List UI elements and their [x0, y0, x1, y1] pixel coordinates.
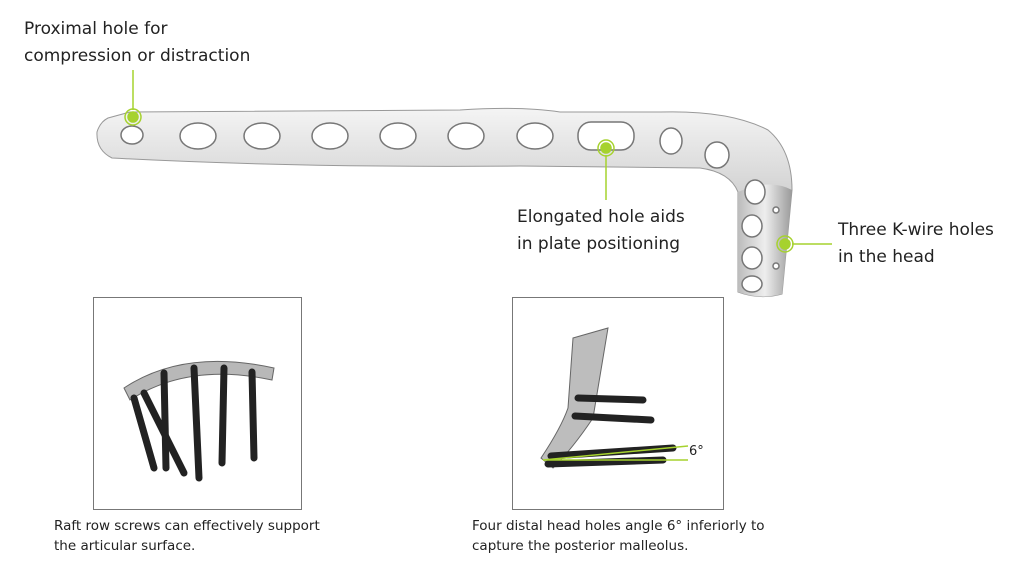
distal-caption-line1: Four distal head holes angle 6° inferior…: [472, 518, 765, 534]
callout-markers: [124, 70, 832, 253]
elongated-label-line1: Elongated hole aids: [517, 207, 685, 227]
kwire-label-line2: in the head: [838, 247, 935, 267]
raft-caption: Raft row screws can effectively support …: [54, 516, 320, 556]
plate-holes: [120, 121, 780, 293]
distal-caption-line2: capture the posterior malleolus.: [472, 538, 689, 554]
proximal-hole-label: Proximal hole for compression or distrac…: [24, 16, 250, 70]
locking-plate: [96, 107, 793, 298]
distal-caption: Four distal head holes angle 6° inferior…: [472, 516, 765, 556]
proximal-label-line2: compression or distraction: [24, 46, 251, 66]
kwire-holes-label: Three K-wire holes in the head: [838, 217, 994, 271]
proximal-label-line1: Proximal hole for: [24, 19, 168, 39]
elongated-hole-label: Elongated hole aids in plate positioning: [517, 204, 685, 258]
distal-holes-inset: 6°: [512, 297, 724, 510]
angle-label: 6°: [689, 444, 704, 459]
elongated-label-line2: in plate positioning: [517, 234, 680, 254]
raft-screws-inset: [93, 297, 302, 510]
kwire-label-line1: Three K-wire holes: [838, 220, 994, 240]
raft-caption-line2: the articular surface.: [54, 538, 196, 554]
raft-screws-image: [123, 360, 275, 482]
distal-holes-image: [540, 327, 689, 469]
raft-caption-line1: Raft row screws can effectively support: [54, 518, 320, 534]
